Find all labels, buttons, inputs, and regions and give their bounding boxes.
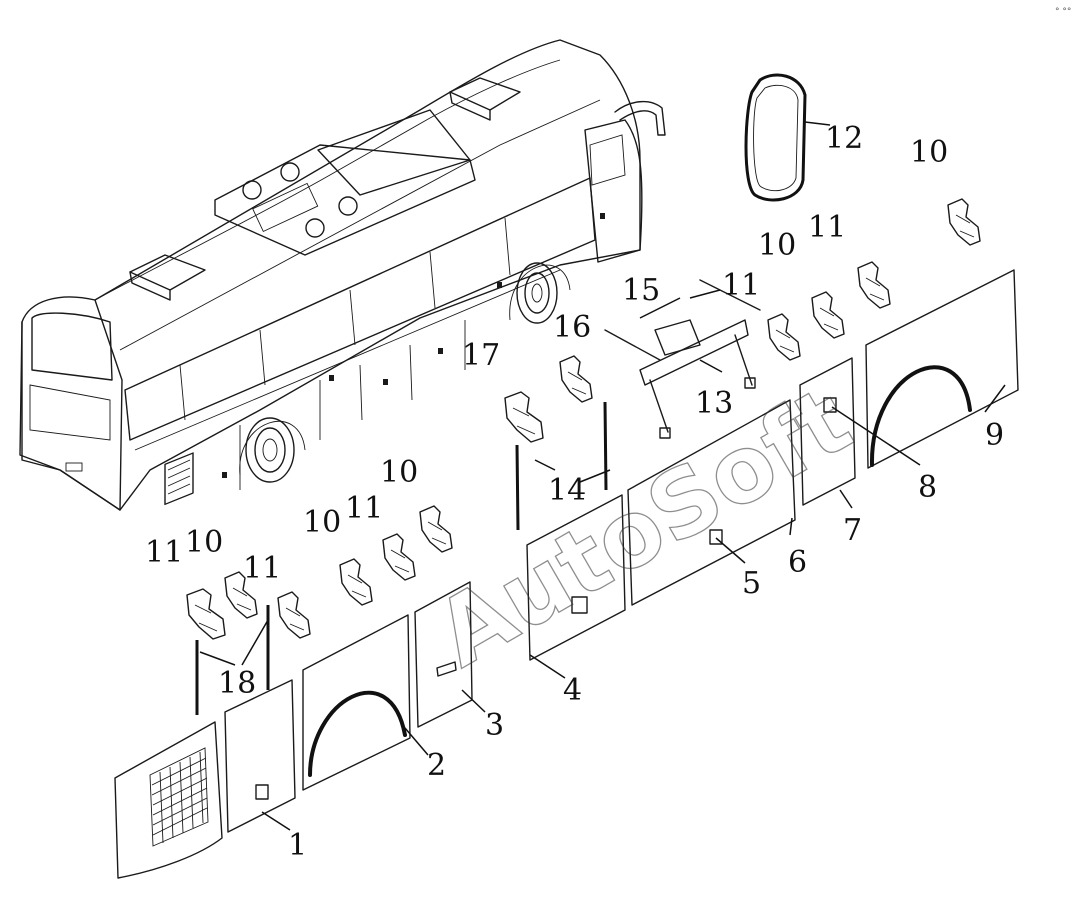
callout-5: 5 <box>742 566 761 601</box>
callout-11-a: 11 <box>808 210 846 245</box>
callout-8: 8 <box>918 470 937 505</box>
hinge-brackets <box>186 198 981 640</box>
callout-12: 12 <box>825 121 863 156</box>
callout-7: 7 <box>843 513 862 548</box>
callout-14: 14 <box>548 473 586 508</box>
panel-grille <box>114 721 223 879</box>
callout-11-e: 11 <box>145 535 183 570</box>
callout-2: 2 <box>427 748 446 783</box>
panel-2 <box>302 614 411 791</box>
leader-lines <box>199 121 1006 831</box>
callout-16: 16 <box>553 310 591 345</box>
callout-10-c: 10 <box>380 455 418 490</box>
callout-10-a: 10 <box>910 135 948 170</box>
callout-18: 18 <box>218 666 256 701</box>
callout-11-c: 11 <box>345 491 383 526</box>
callout-10-e: 10 <box>185 525 223 560</box>
callout-13: 13 <box>695 386 733 421</box>
watermark-text: AutoSoft <box>419 366 869 687</box>
callout-11-b: 11 <box>722 268 760 303</box>
callout-15: 15 <box>622 273 660 308</box>
panel-4 <box>526 494 626 661</box>
lock-mechanism-13 <box>604 279 761 439</box>
callout-10-d: 10 <box>303 505 341 540</box>
panel-grille-mesh <box>149 747 209 847</box>
callout-17: 17 <box>462 338 500 373</box>
panel-1 <box>224 679 296 833</box>
window-seal-12 <box>744 73 807 202</box>
gas-struts <box>195 401 608 715</box>
side-panels <box>114 269 1019 879</box>
callout-1: 1 <box>288 828 307 863</box>
callout-4: 4 <box>563 673 582 708</box>
callout-6: 6 <box>788 545 807 580</box>
callout-9: 9 <box>985 418 1004 453</box>
callout-10-b: 10 <box>758 228 796 263</box>
bus-body <box>19 39 666 511</box>
panel-7 <box>799 357 856 506</box>
panel-6 <box>627 399 796 606</box>
callout-11-d: 11 <box>243 551 281 586</box>
callout-3: 3 <box>485 708 504 743</box>
corner-mark: ° °° <box>1055 7 1071 17</box>
callout-labels: 1 2 3 4 5 6 7 8 9 10 10 10 10 10 11 11 1… <box>145 121 1004 863</box>
